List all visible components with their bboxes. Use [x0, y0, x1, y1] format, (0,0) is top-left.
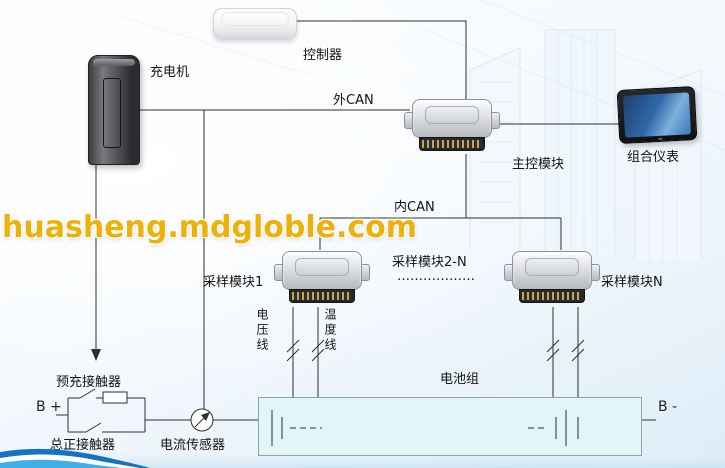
sampling-module-n-device [504, 250, 600, 308]
instrument-screen [622, 92, 692, 138]
sampling-module-1-label: 采样模块1 [203, 275, 264, 290]
sampling-module-2n-label: 采样模块2-N [392, 255, 467, 270]
controller-device [213, 8, 297, 39]
controller-label: 控制器 [303, 48, 343, 63]
instrument-cluster-label: 组合仪表 [627, 150, 680, 165]
ecu-ridge [295, 258, 349, 276]
external-can-label: 外CAN [333, 93, 374, 108]
instrument-button [658, 137, 663, 140]
instrument-cluster-device [616, 85, 698, 145]
current-sensor-symbol [190, 408, 214, 432]
precharge-contactor-label: 预充接触器 [56, 375, 122, 390]
sampling-module-1-device [274, 250, 370, 308]
ecu-ridge [425, 106, 479, 124]
sampling-ellipsis: ……………… [397, 269, 475, 284]
ecu-pins [422, 140, 482, 148]
voltage-line-label: 电压线 [255, 308, 269, 353]
corner-swoosh-graphic [0, 448, 150, 468]
sampling-module-n-label: 采样模块N [601, 275, 663, 290]
controller-device-face [221, 12, 289, 26]
temperature-line-label: 温度线 [323, 308, 337, 353]
wire-charger-arrow [91, 165, 101, 361]
current-sensor-label: 电流传感器 [160, 438, 226, 453]
charger-label: 充电机 [150, 65, 190, 80]
main-positive-contactor-label: 总正接触器 [50, 438, 116, 453]
ecu-pins [292, 292, 352, 300]
main-module-label: 主控模块 [512, 157, 565, 172]
b-plus-label: B + [36, 399, 62, 415]
internal-can-label: 内CAN [394, 200, 435, 215]
b-minus-label: B - [658, 399, 678, 415]
charger-top-cap [93, 59, 135, 66]
ecu-ridge [525, 258, 579, 276]
battery-pack-label: 电池组 [440, 372, 480, 387]
battery-pack-box [258, 397, 642, 456]
ecu-pins [522, 292, 582, 300]
watermark-text: huasheng.mdgloble.com [2, 210, 418, 245]
main-module-device [404, 98, 500, 156]
charger-device [88, 55, 140, 165]
charger-vents [103, 78, 121, 148]
bplus-contactor-circuit [56, 388, 258, 433]
